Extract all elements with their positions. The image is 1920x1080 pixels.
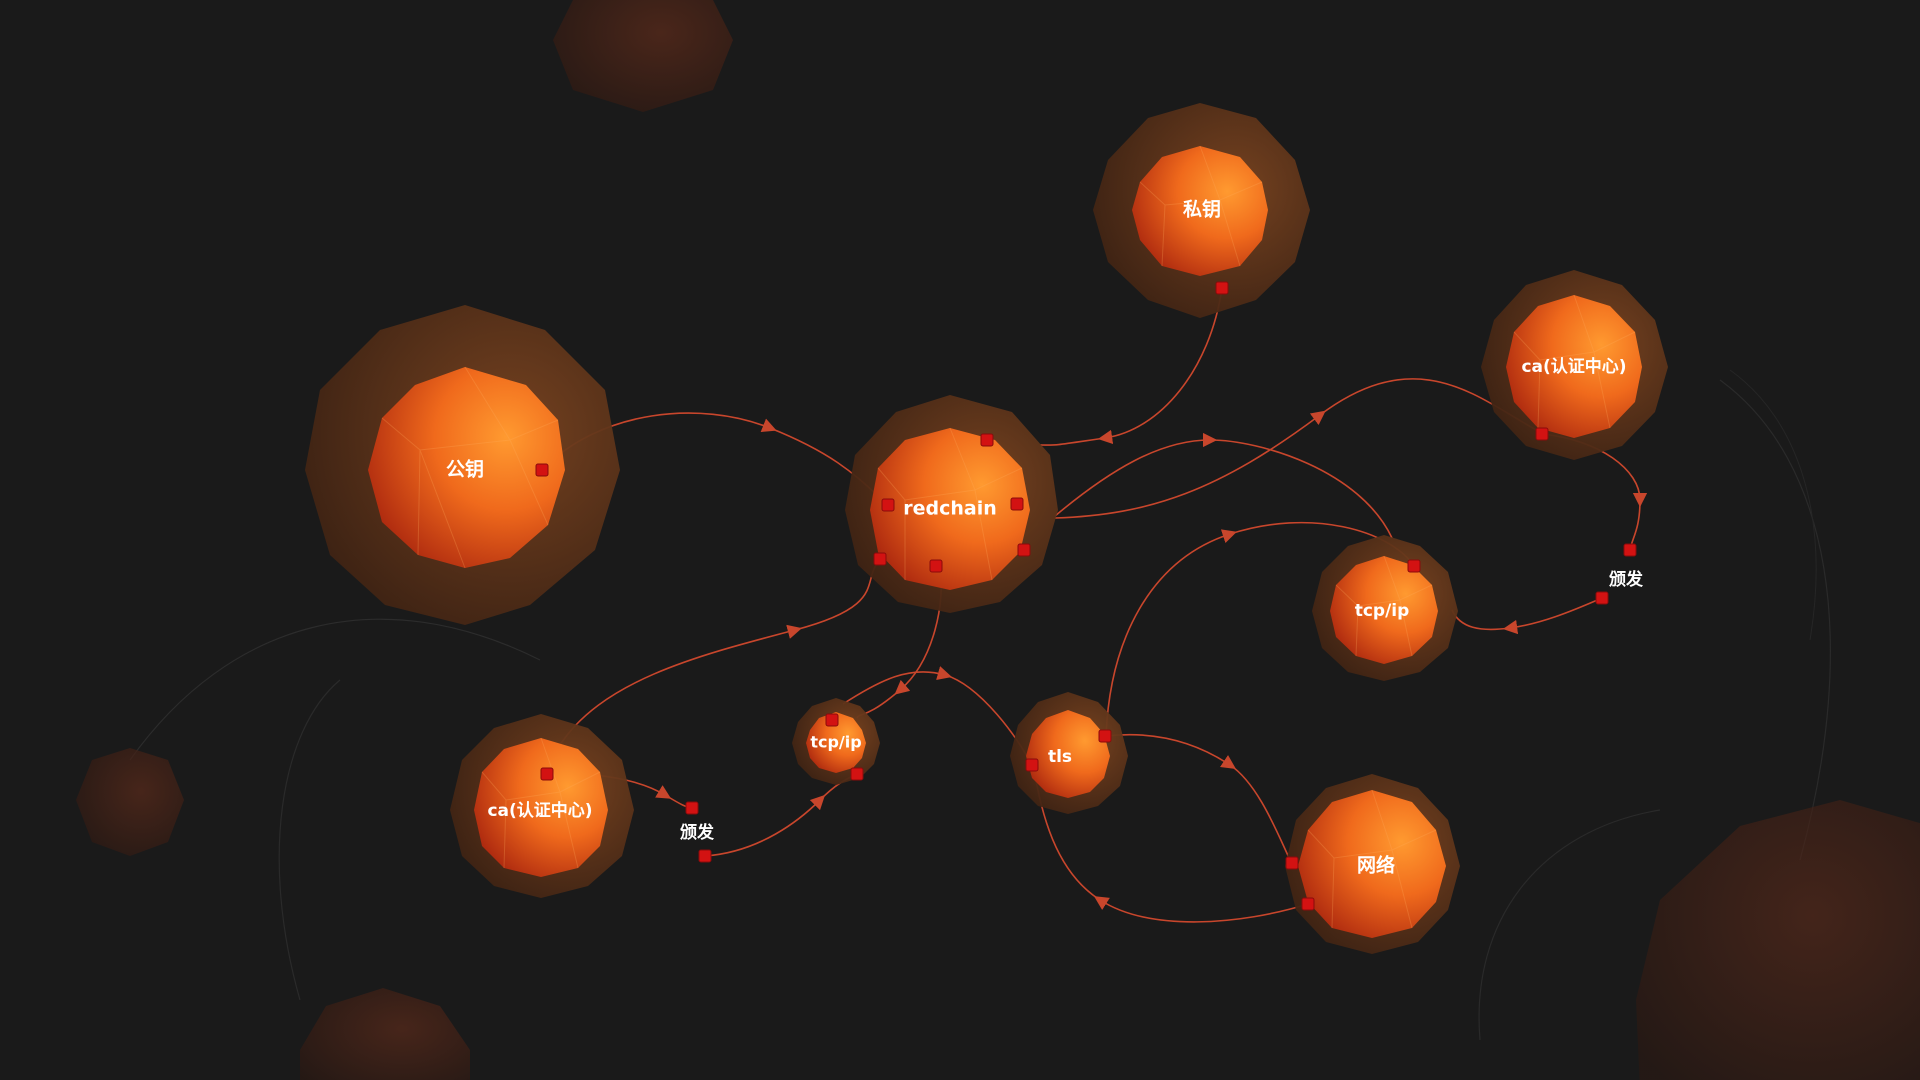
edge-label-issue-left[interactable]: 颁发 — [680, 822, 715, 843]
port — [850, 767, 864, 781]
edge-tls-tcpip-right — [1105, 521, 1415, 737]
port — [685, 801, 699, 815]
node-ca-left[interactable]: ca(认证中心) — [450, 714, 634, 898]
port — [1025, 758, 1039, 772]
port — [881, 498, 895, 512]
node-private-key[interactable]: 私钥 — [1093, 103, 1310, 318]
background-spheres — [76, 0, 1920, 1080]
port — [1017, 543, 1031, 557]
node-label: redchain — [903, 498, 997, 520]
port — [1010, 497, 1024, 511]
port — [1623, 543, 1637, 557]
node-label: 公钥 — [446, 458, 484, 481]
ports[interactable] — [535, 281, 1637, 911]
node-tls[interactable]: tls — [1010, 692, 1128, 814]
port — [540, 767, 554, 781]
port — [980, 433, 994, 447]
edge-label-issue-right[interactable]: 颁发 — [1609, 569, 1644, 590]
bg-sphere-bottom-right — [1636, 800, 1920, 1080]
edge-issue-tcpip-right — [1451, 597, 1603, 635]
edge-tls-network — [1105, 733, 1293, 865]
edge-network-tls — [1032, 765, 1309, 923]
port — [535, 463, 549, 477]
node-label: tls — [1048, 747, 1072, 767]
port — [929, 559, 943, 573]
node-label: 网络 — [1357, 854, 1395, 877]
port — [1215, 281, 1229, 295]
node-label: ca(认证中心) — [487, 800, 592, 821]
port — [1407, 559, 1421, 573]
bg-sphere-bottom — [300, 988, 470, 1080]
node-tcpip-small[interactable]: tcp/ip — [792, 698, 880, 785]
node-tcpip-right[interactable]: tcp/ip — [1312, 535, 1458, 681]
node-label: 私钥 — [1183, 198, 1221, 221]
port — [1301, 897, 1315, 911]
edge-issue-tcpip-small — [704, 773, 858, 857]
edge-ca-left-redchain — [557, 559, 881, 749]
background-arcs — [129, 369, 1831, 1041]
port — [1285, 856, 1299, 870]
port — [1098, 729, 1112, 743]
port — [825, 713, 839, 727]
node-network[interactable]: 网络 — [1285, 774, 1460, 954]
node-ca-right[interactable]: ca(认证中心) — [1481, 270, 1668, 460]
node-public-key[interactable]: 公钥 — [305, 305, 620, 625]
node-label: tcp/ip — [810, 733, 861, 752]
port — [698, 849, 712, 863]
node-label: tcp/ip — [1355, 601, 1410, 621]
node-label: ca(认证中心) — [1521, 356, 1626, 377]
bg-sphere-top — [553, 0, 733, 112]
edge-private-key-redchain — [1039, 287, 1223, 446]
edge-redchain-tcpip-right — [1054, 432, 1393, 539]
port — [873, 552, 887, 566]
port — [1595, 591, 1609, 605]
edge-redchain-ca-right — [1054, 378, 1541, 519]
port — [1535, 427, 1549, 441]
node-redchain[interactable]: redchain — [845, 395, 1058, 613]
bg-sphere-left — [76, 748, 184, 856]
